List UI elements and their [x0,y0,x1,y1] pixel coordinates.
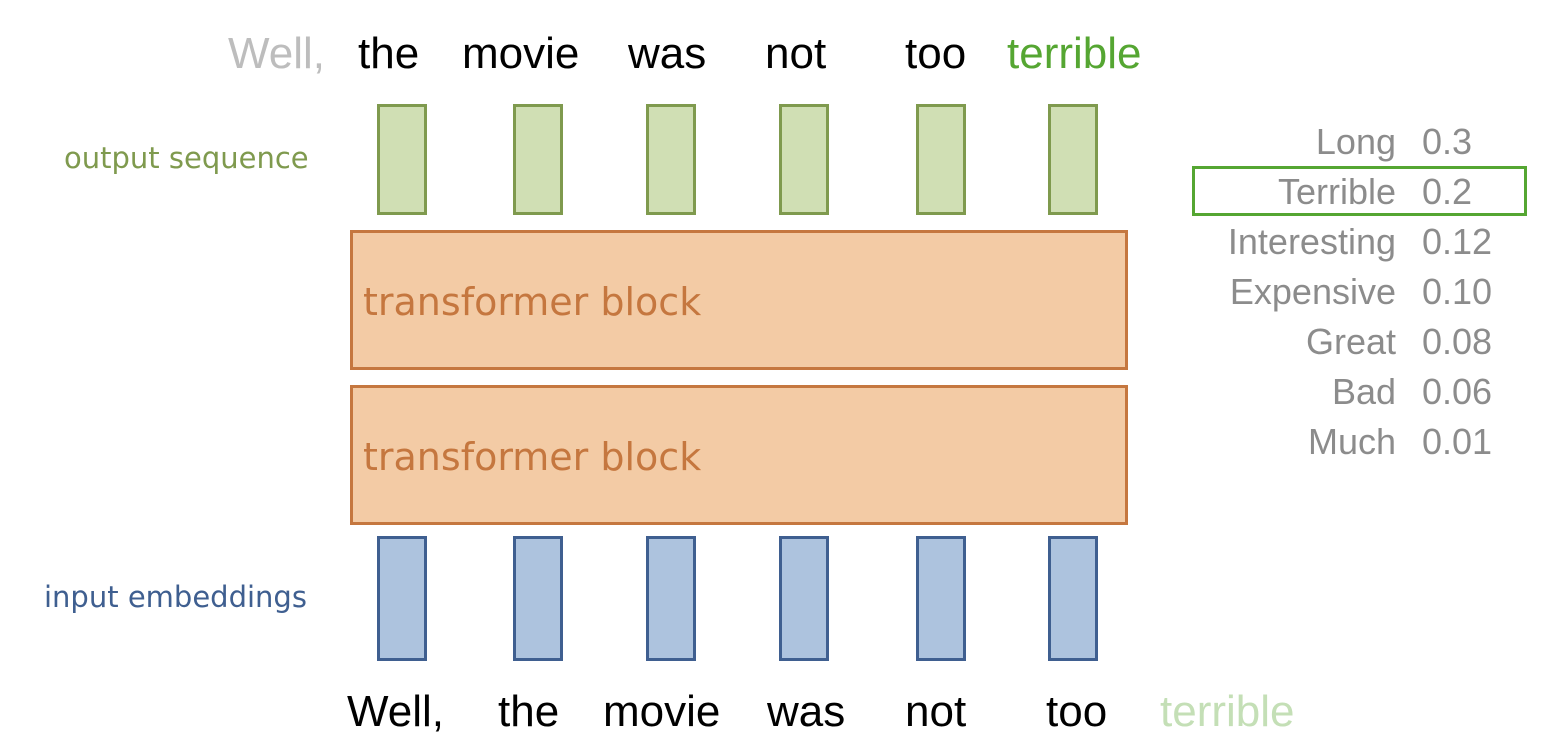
top-token: the [358,29,420,78]
transformer-block-label: transformer block [363,280,702,324]
prediction-prob: 0.2 [1422,171,1473,212]
input-embedding-vector [513,536,563,661]
top-token: too [905,29,967,78]
next-token-probabilities: Long 0.3 Terrible 0.2 Interesting 0.12 E… [1188,120,1528,470]
input-embedding-vector [646,536,696,661]
top-token: not [765,29,827,78]
top-token: was [628,29,707,78]
prediction-word: Much [1307,421,1396,462]
prediction-prob: 0.3 [1422,121,1473,162]
prediction-word: Long [1315,121,1396,162]
prediction-prob: 0.12 [1422,221,1493,262]
output-vector [377,104,427,215]
prediction-word: Expensive [1229,271,1396,312]
prediction-prob: 0.08 [1422,321,1493,362]
input-embeddings-label: input embeddings [44,580,307,614]
input-embedding-vector [779,536,829,661]
transformer-block-bottom: transformer block [350,385,1128,525]
input-token: was [767,687,846,736]
prediction-row: Expensive 0.10 [1188,270,1528,320]
transformer-block-label: transformer block [363,435,702,479]
output-vector [1048,104,1098,215]
prediction-prob: 0.10 [1422,271,1493,312]
input-token: movie [603,687,721,736]
selected-prediction-highlight [1192,166,1527,216]
output-vector [513,104,563,215]
input-token: not [905,687,967,736]
prediction-word: Terrible [1277,171,1396,212]
top-token: Well, [228,29,325,78]
prediction-row: Interesting 0.12 [1188,220,1528,270]
transformer-block-top: transformer block [350,230,1128,370]
input-token-faded: terrible [1160,687,1295,736]
input-embedding-vector [916,536,966,661]
output-sequence-label: output sequence [64,141,309,175]
top-token-predicted: terrible [1007,29,1142,78]
prediction-row: Great 0.08 [1188,320,1528,370]
prediction-row: Bad 0.06 [1188,370,1528,420]
input-token: too [1046,687,1108,736]
output-vector [646,104,696,215]
prediction-prob: 0.06 [1422,371,1493,412]
prediction-row-selected: Terrible 0.2 [1188,170,1528,220]
output-vector [916,104,966,215]
top-token: movie [462,29,580,78]
output-vector [779,104,829,215]
prediction-row: Much 0.01 [1188,420,1528,470]
prediction-prob: 0.01 [1422,421,1493,462]
prediction-word: Bad [1331,371,1396,412]
prediction-row: Long 0.3 [1188,120,1528,170]
input-token: Well, [347,687,444,736]
input-embedding-vector [1048,536,1098,661]
input-embedding-vector [377,536,427,661]
input-token: the [498,687,560,736]
prediction-word: Great [1305,321,1396,362]
prediction-word: Interesting [1227,221,1396,262]
